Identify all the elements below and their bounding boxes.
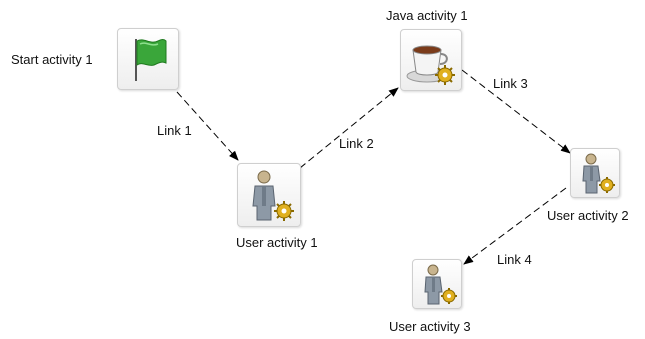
- green-flag-icon: [135, 39, 167, 81]
- user-gear-icon: [252, 170, 294, 221]
- link-3-line[interactable]: [461, 69, 571, 154]
- user-gear-icon: [582, 153, 615, 194]
- link-1-line[interactable]: [176, 91, 239, 161]
- link-4-label: Link 4: [497, 252, 532, 267]
- user-activity-3-label: User activity 3: [389, 319, 471, 334]
- coffee-cup-gear-icon: [406, 45, 455, 85]
- user-gear-icon: [424, 264, 457, 305]
- link-2-label: Link 2: [339, 136, 374, 151]
- link-1-label: Link 1: [157, 123, 192, 138]
- user-activity-3-node[interactable]: [412, 259, 462, 309]
- java-activity-label: Java activity 1: [386, 8, 468, 23]
- java-activity-node[interactable]: [400, 29, 462, 91]
- start-activity-label: Start activity 1: [11, 52, 93, 67]
- user-activity-2-node[interactable]: [570, 148, 620, 198]
- user-activity-1-label: User activity 1: [236, 235, 318, 250]
- user-activity-1-node[interactable]: [237, 163, 301, 227]
- link-2-line[interactable]: [299, 87, 399, 169]
- user-activity-2-label: User activity 2: [547, 208, 629, 223]
- start-activity-node[interactable]: [117, 28, 179, 90]
- link-3-label: Link 3: [493, 76, 528, 91]
